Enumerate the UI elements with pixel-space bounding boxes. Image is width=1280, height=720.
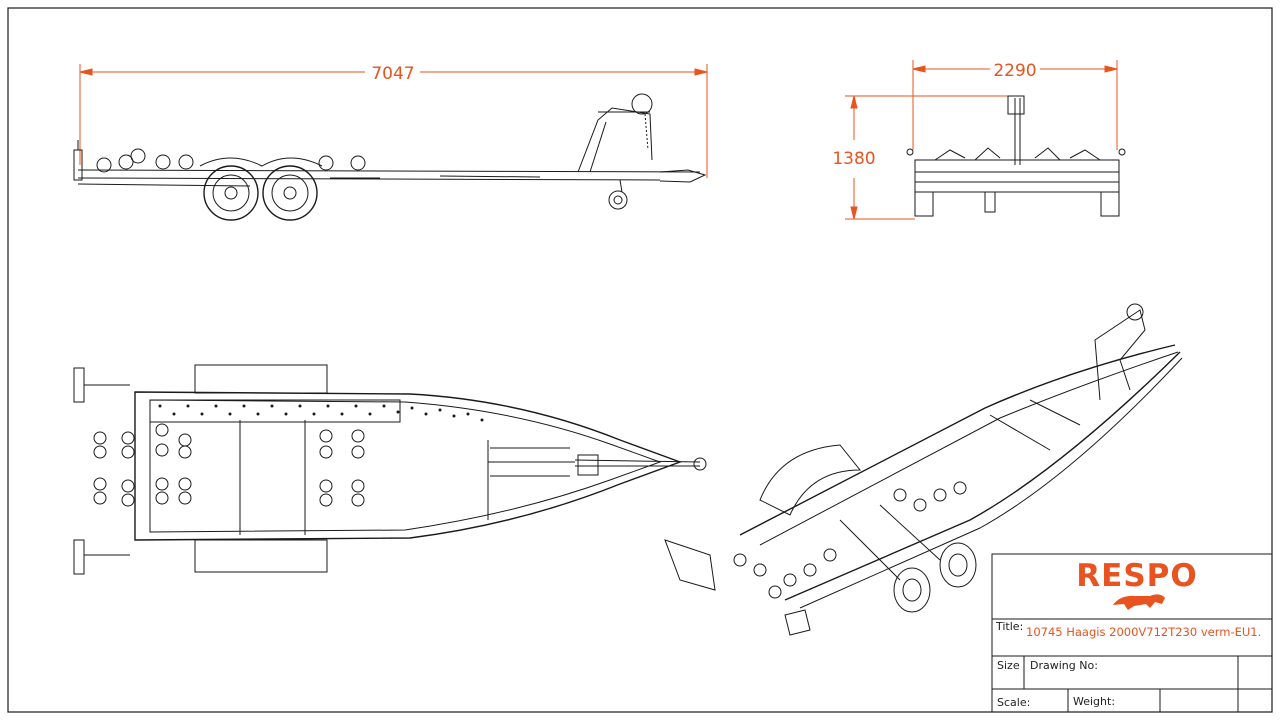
title-label: Title: [995,620,1023,633]
size-label: Size [997,659,1020,672]
height-dimension-label: 1380 [832,149,875,169]
weight-label: Weight: [1073,695,1115,708]
title-block [991,553,1273,713]
top-rollers [93,423,365,507]
length-dimension [79,64,708,178]
brand-logo-text: RESPO [1076,558,1197,594]
drawing-no-label: Drawing No: [1030,659,1098,672]
top-view [73,364,707,575]
width-dimension [912,60,1118,150]
width-dimension-label: 2290 [993,61,1036,81]
sheet-border [7,7,1273,713]
height-dimension [845,95,1010,220]
perforations [158,404,484,422]
brand-animal-logo [1113,594,1165,610]
isometric-view [664,303,1183,636]
front-view [845,60,1126,220]
scale-label: Scale: [997,696,1030,709]
title-value: 10745 Haagis 2000V712T230 verm-EU1. [1026,625,1261,639]
length-dimension-label: 7047 [371,64,414,84]
side-view [73,64,708,221]
